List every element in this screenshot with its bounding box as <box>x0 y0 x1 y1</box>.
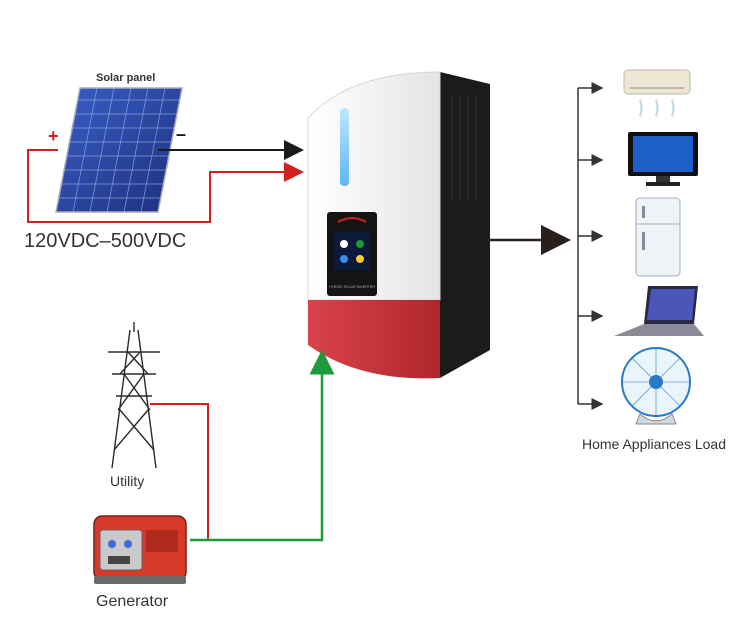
electric-fan-icon <box>621 347 691 425</box>
ac-input-wire <box>190 349 335 542</box>
generator-label: Generator <box>96 593 169 610</box>
refrigerator-icon <box>635 197 681 277</box>
utility-label: Utility <box>110 473 145 489</box>
distribution-bus <box>577 82 604 410</box>
negative-terminal-sign: – <box>176 124 187 144</box>
voltage-range-label: 120VDC–500VDC <box>24 230 187 252</box>
home-appliances-load-label: Home Appliances Load <box>582 436 726 452</box>
air-conditioner-icon <box>623 69 691 117</box>
utility-wire <box>150 403 209 540</box>
solar-panel-icon <box>55 87 183 213</box>
solar-panel-label: Solar panel <box>96 72 156 84</box>
generator-icon <box>93 515 187 584</box>
utility-tower-icon <box>108 322 160 469</box>
dc-positive-wire <box>27 149 304 223</box>
positive-terminal-sign: + <box>48 126 59 146</box>
television-icon <box>628 132 698 186</box>
inverter-screen-text: HYBRID SOLAR INVERTER <box>329 285 375 289</box>
hybrid-inverter: HYBRID SOLAR INVERTER <box>307 71 490 379</box>
laptop-icon <box>614 286 704 336</box>
